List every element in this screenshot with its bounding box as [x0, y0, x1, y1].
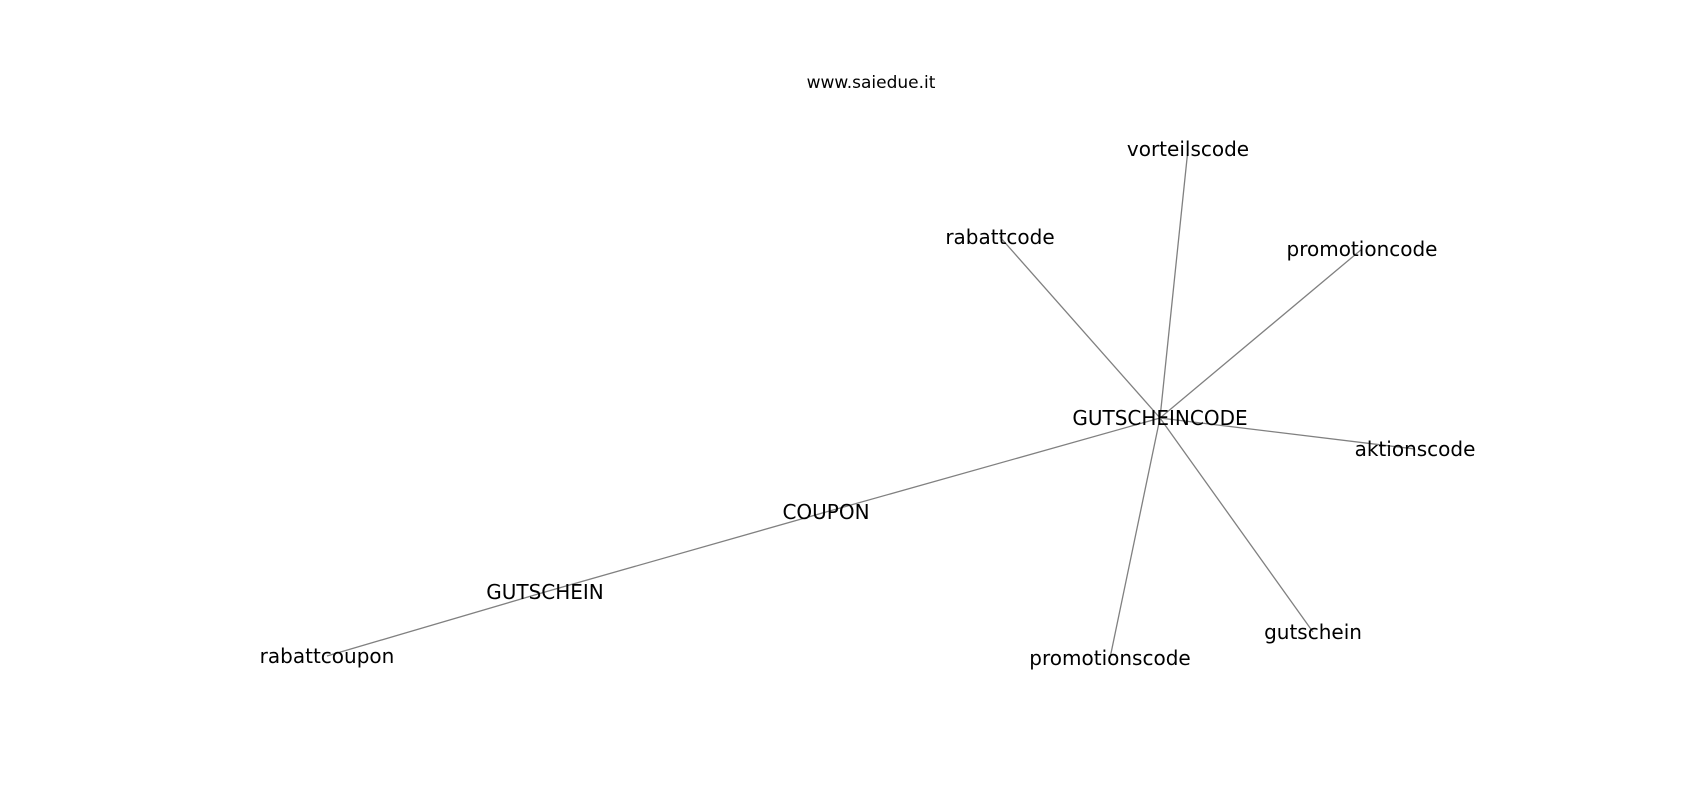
node-label-promotioncode: promotioncode — [1287, 237, 1438, 261]
node-label-coupon: COUPON — [782, 500, 869, 524]
edge-gutscheincode-rabattcode — [999, 236, 1161, 419]
node-label-gutschein-upper: GUTSCHEIN — [486, 580, 604, 604]
node-label-rabattcoupon: rabattcoupon — [260, 644, 395, 668]
node-label-gutscheincode: GUTSCHEINCODE — [1072, 406, 1247, 430]
node-label-aktionscode: aktionscode — [1355, 437, 1476, 461]
edge-coupon-gutschein-upper — [544, 511, 827, 593]
graph-nodes: GUTSCHEINCODE vorteilscode rabattcode promo… — [260, 137, 1476, 670]
edge-gutscheincode-gutschein — [1159, 417, 1314, 633]
graph-edges — [326, 148, 1416, 659]
edge-gutscheincode-promotionscode — [1109, 417, 1161, 659]
edge-gutschein-upper-rabattcoupon — [326, 591, 546, 657]
site-url-label: www.saiedue.it — [807, 73, 936, 93]
edge-gutscheincode-coupon — [825, 417, 1161, 513]
edge-gutscheincode-aktionscode — [1159, 417, 1416, 450]
edge-gutscheincode-vorteilscode — [1159, 148, 1189, 419]
node-label-vorteilscode: vorteilscode — [1127, 137, 1249, 161]
node-label-promotionscode: promotionscode — [1029, 646, 1190, 670]
node-label-rabattcode: rabattcode — [945, 225, 1054, 249]
node-label-gutschein: gutschein — [1264, 620, 1362, 644]
edge-gutscheincode-promotioncode — [1159, 248, 1363, 419]
